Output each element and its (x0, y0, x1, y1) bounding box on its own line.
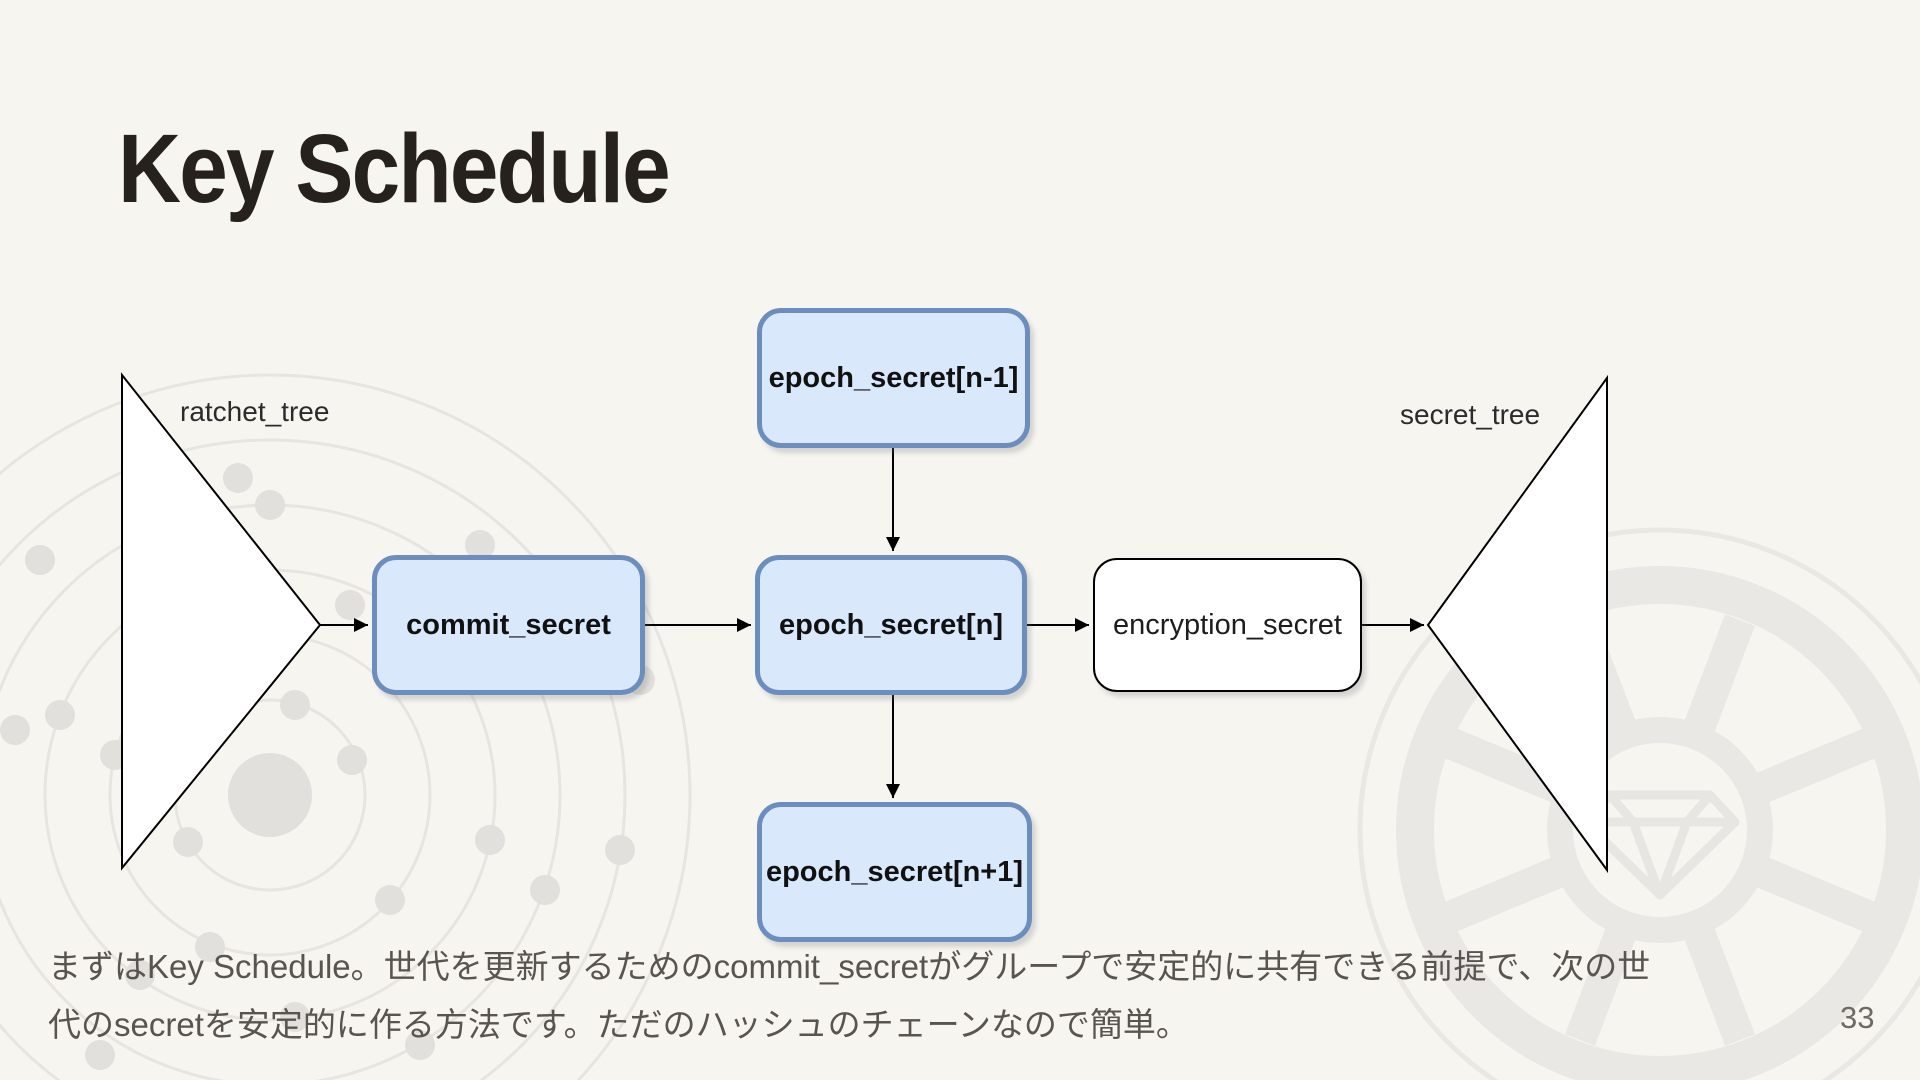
secret-tree-label: secret_tree (1400, 399, 1541, 430)
ratchet-tree-label: ratchet_tree (180, 396, 330, 427)
box-encryption-secret: encryption_secret (1093, 558, 1362, 692)
box-epoch-secret-n: epoch_secret[n] (755, 555, 1027, 695)
ratchet-tree-shape (121, 372, 322, 871)
page-title: Key Schedule (118, 114, 671, 223)
box-epoch-secret-prev: epoch_secret[n-1] (757, 308, 1030, 448)
speaker-notes: まずはKey Schedule。世代を更新するためのcommit_secretが… (48, 938, 1908, 1054)
notes-line-1: まずはKey Schedule。世代を更新するためのcommit_secretが… (48, 948, 1651, 985)
box-commit-secret: commit_secret (372, 555, 645, 695)
secret-tree-shape (1426, 374, 1608, 874)
notes-line-2: 代のsecretを安定的に作る方法です。ただのハッシュのチェーンなので簡単。 (48, 1006, 1189, 1043)
box-epoch-secret-next: epoch_secret[n+1] (757, 802, 1032, 942)
page-number: 33 (1840, 1000, 1875, 1035)
